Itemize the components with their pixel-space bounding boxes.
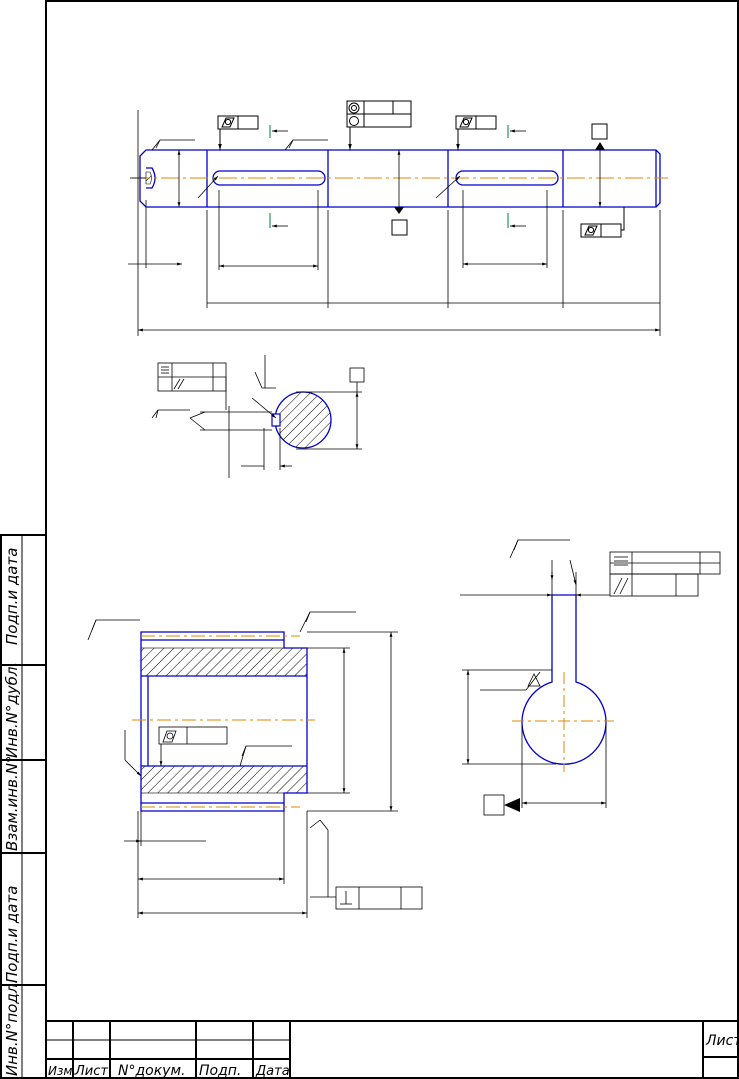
side-stamp-label-2: Инв.N°дубл. (3, 662, 21, 758)
datum-triangle-hub (504, 798, 520, 812)
title-block (46, 1020, 738, 1078)
bore-axes (512, 672, 614, 772)
hub-axes (132, 635, 315, 808)
datum-triangle-bottom (394, 207, 404, 214)
gear-hub-view (87, 611, 423, 918)
roughness-marks (151, 139, 328, 151)
shaft-dimensions (128, 110, 661, 336)
tolerance-frames (217, 100, 625, 238)
bore-contour (521, 594, 607, 765)
hub-dimensions (87, 611, 423, 918)
hub-hatched-walls (140, 647, 308, 794)
datum-triangle-top (595, 142, 605, 150)
title-header-doc: N°докум. (118, 1063, 185, 1079)
title-header-izm: Изм. (48, 1064, 76, 1078)
section-circle (274, 391, 332, 449)
tolerance-symbols (221, 102, 598, 236)
section-markers (269, 125, 509, 228)
title-header-date: Дата (255, 1064, 290, 1079)
title-header-sign: Подп. (199, 1063, 241, 1079)
side-stamp-label-1: Подп.и дата (3, 548, 21, 645)
side-stamp-label-3: Взам.инв.N° (3, 756, 21, 851)
sheet-frame (45, 0, 739, 1079)
keyway-leaders (197, 175, 461, 199)
shaft-view (128, 100, 668, 336)
shaft-section-view (151, 355, 365, 478)
side-stamp (0, 534, 47, 1079)
section-arrows (272, 129, 526, 228)
title-sheet-label: Лист (705, 1033, 739, 1049)
side-stamp-label-4: Подп.и дата (3, 886, 21, 983)
title-header-list: Лист (74, 1064, 108, 1079)
hub-section-view (460, 539, 721, 816)
side-stamp-label-5: Инв.N°подл. (3, 979, 21, 1076)
bore-dimensions (460, 539, 721, 816)
